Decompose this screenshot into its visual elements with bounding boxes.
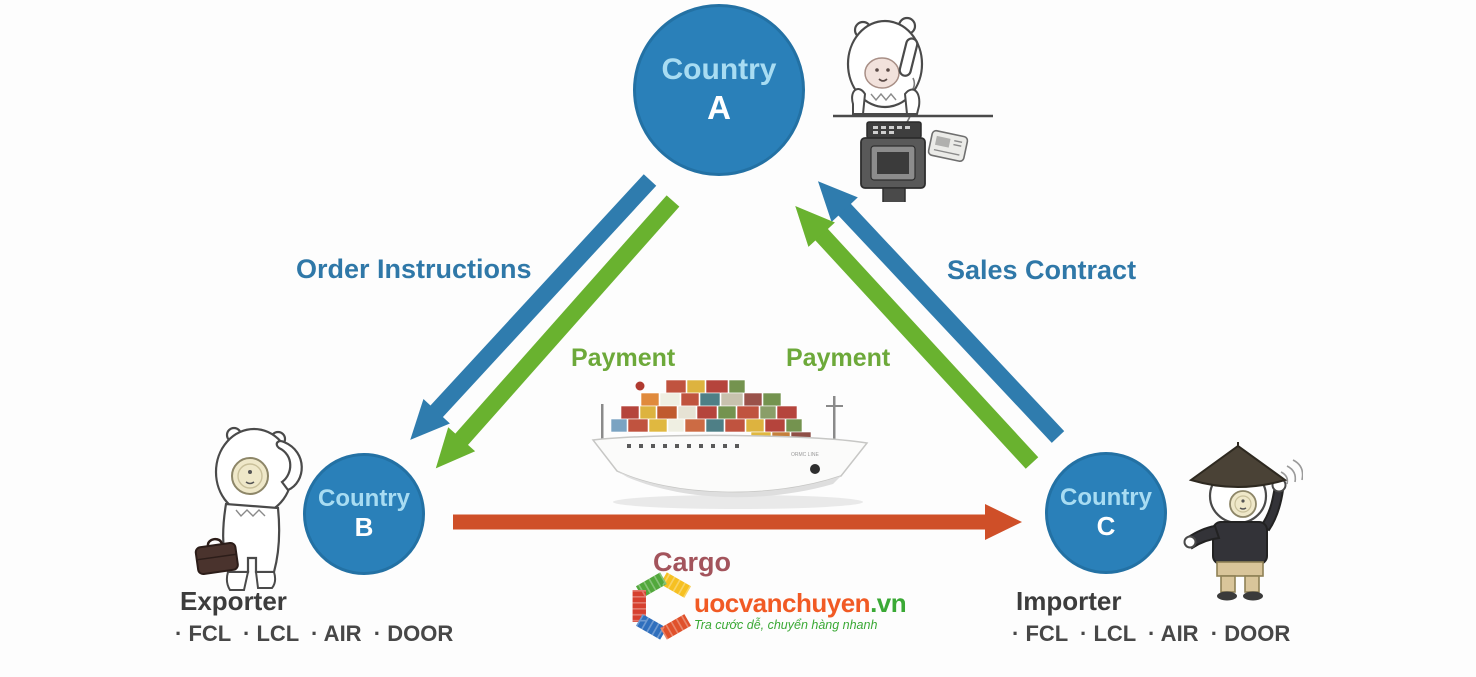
importer-services: · FCL · LCL · AIR · DOOR [1012, 621, 1291, 646]
bear-operator-icon [833, 16, 993, 202]
arrow-order-instructions [410, 174, 657, 440]
arrow-payment-right [795, 206, 1039, 469]
node-country-a-label: Country [661, 52, 777, 86]
node-country-c: Country C [1045, 452, 1167, 574]
briefcase [194, 537, 239, 576]
node-country-c-label: Country [1060, 484, 1152, 512]
arrow-sales-contract [817, 181, 1065, 443]
ship-mast-right [833, 396, 836, 442]
importer-title: Importer [1016, 586, 1122, 616]
arrow-payment-left [435, 195, 680, 469]
node-country-a: Country A [633, 4, 805, 176]
edge-label-cargo: Cargo [653, 547, 732, 577]
card-machine [927, 129, 969, 162]
logo-text-main: uocvanchuyen [694, 588, 871, 618]
bear-exporter-icon [194, 426, 303, 591]
svg-text:ORMC LINE: ORMC LINE [791, 452, 819, 458]
watermark-logo: uocvanchuyen.vn Tra cước dễ, chuyển hàng… [628, 572, 907, 640]
bear-importer-icon [1183, 442, 1303, 601]
logo-hexagon-c-icon [632, 572, 692, 640]
fax-machine [860, 121, 926, 202]
ship-stack-light [635, 381, 645, 391]
edge-label-payment-left: Payment [571, 344, 676, 372]
exporter-services: · FCL · LCL · AIR · DOOR [175, 621, 454, 646]
logo-tagline: Tra cước dễ, chuyển hàng nhanh [694, 618, 878, 632]
ship-portholes [627, 444, 739, 448]
node-country-b-label: Country [318, 485, 410, 513]
edge-label-sales-contract: Sales Contract [947, 255, 1137, 285]
node-country-b: Country B [303, 453, 425, 575]
edge-label-payment-right: Payment [786, 344, 891, 372]
container-ship-icon: ORMC LINE [591, 379, 869, 509]
ship-mast-left [601, 404, 604, 442]
conical-hat [1188, 442, 1288, 488]
node-country-c-letter: C [1096, 511, 1116, 542]
ship-hull [591, 434, 869, 494]
node-country-a-letter: A [707, 89, 731, 127]
waving-motion-lines [1280, 459, 1303, 485]
edge-label-order-instructions: Order Instructions [296, 254, 532, 284]
node-country-b-letter: B [354, 512, 374, 543]
logo-text-tld: .vn [870, 588, 907, 618]
